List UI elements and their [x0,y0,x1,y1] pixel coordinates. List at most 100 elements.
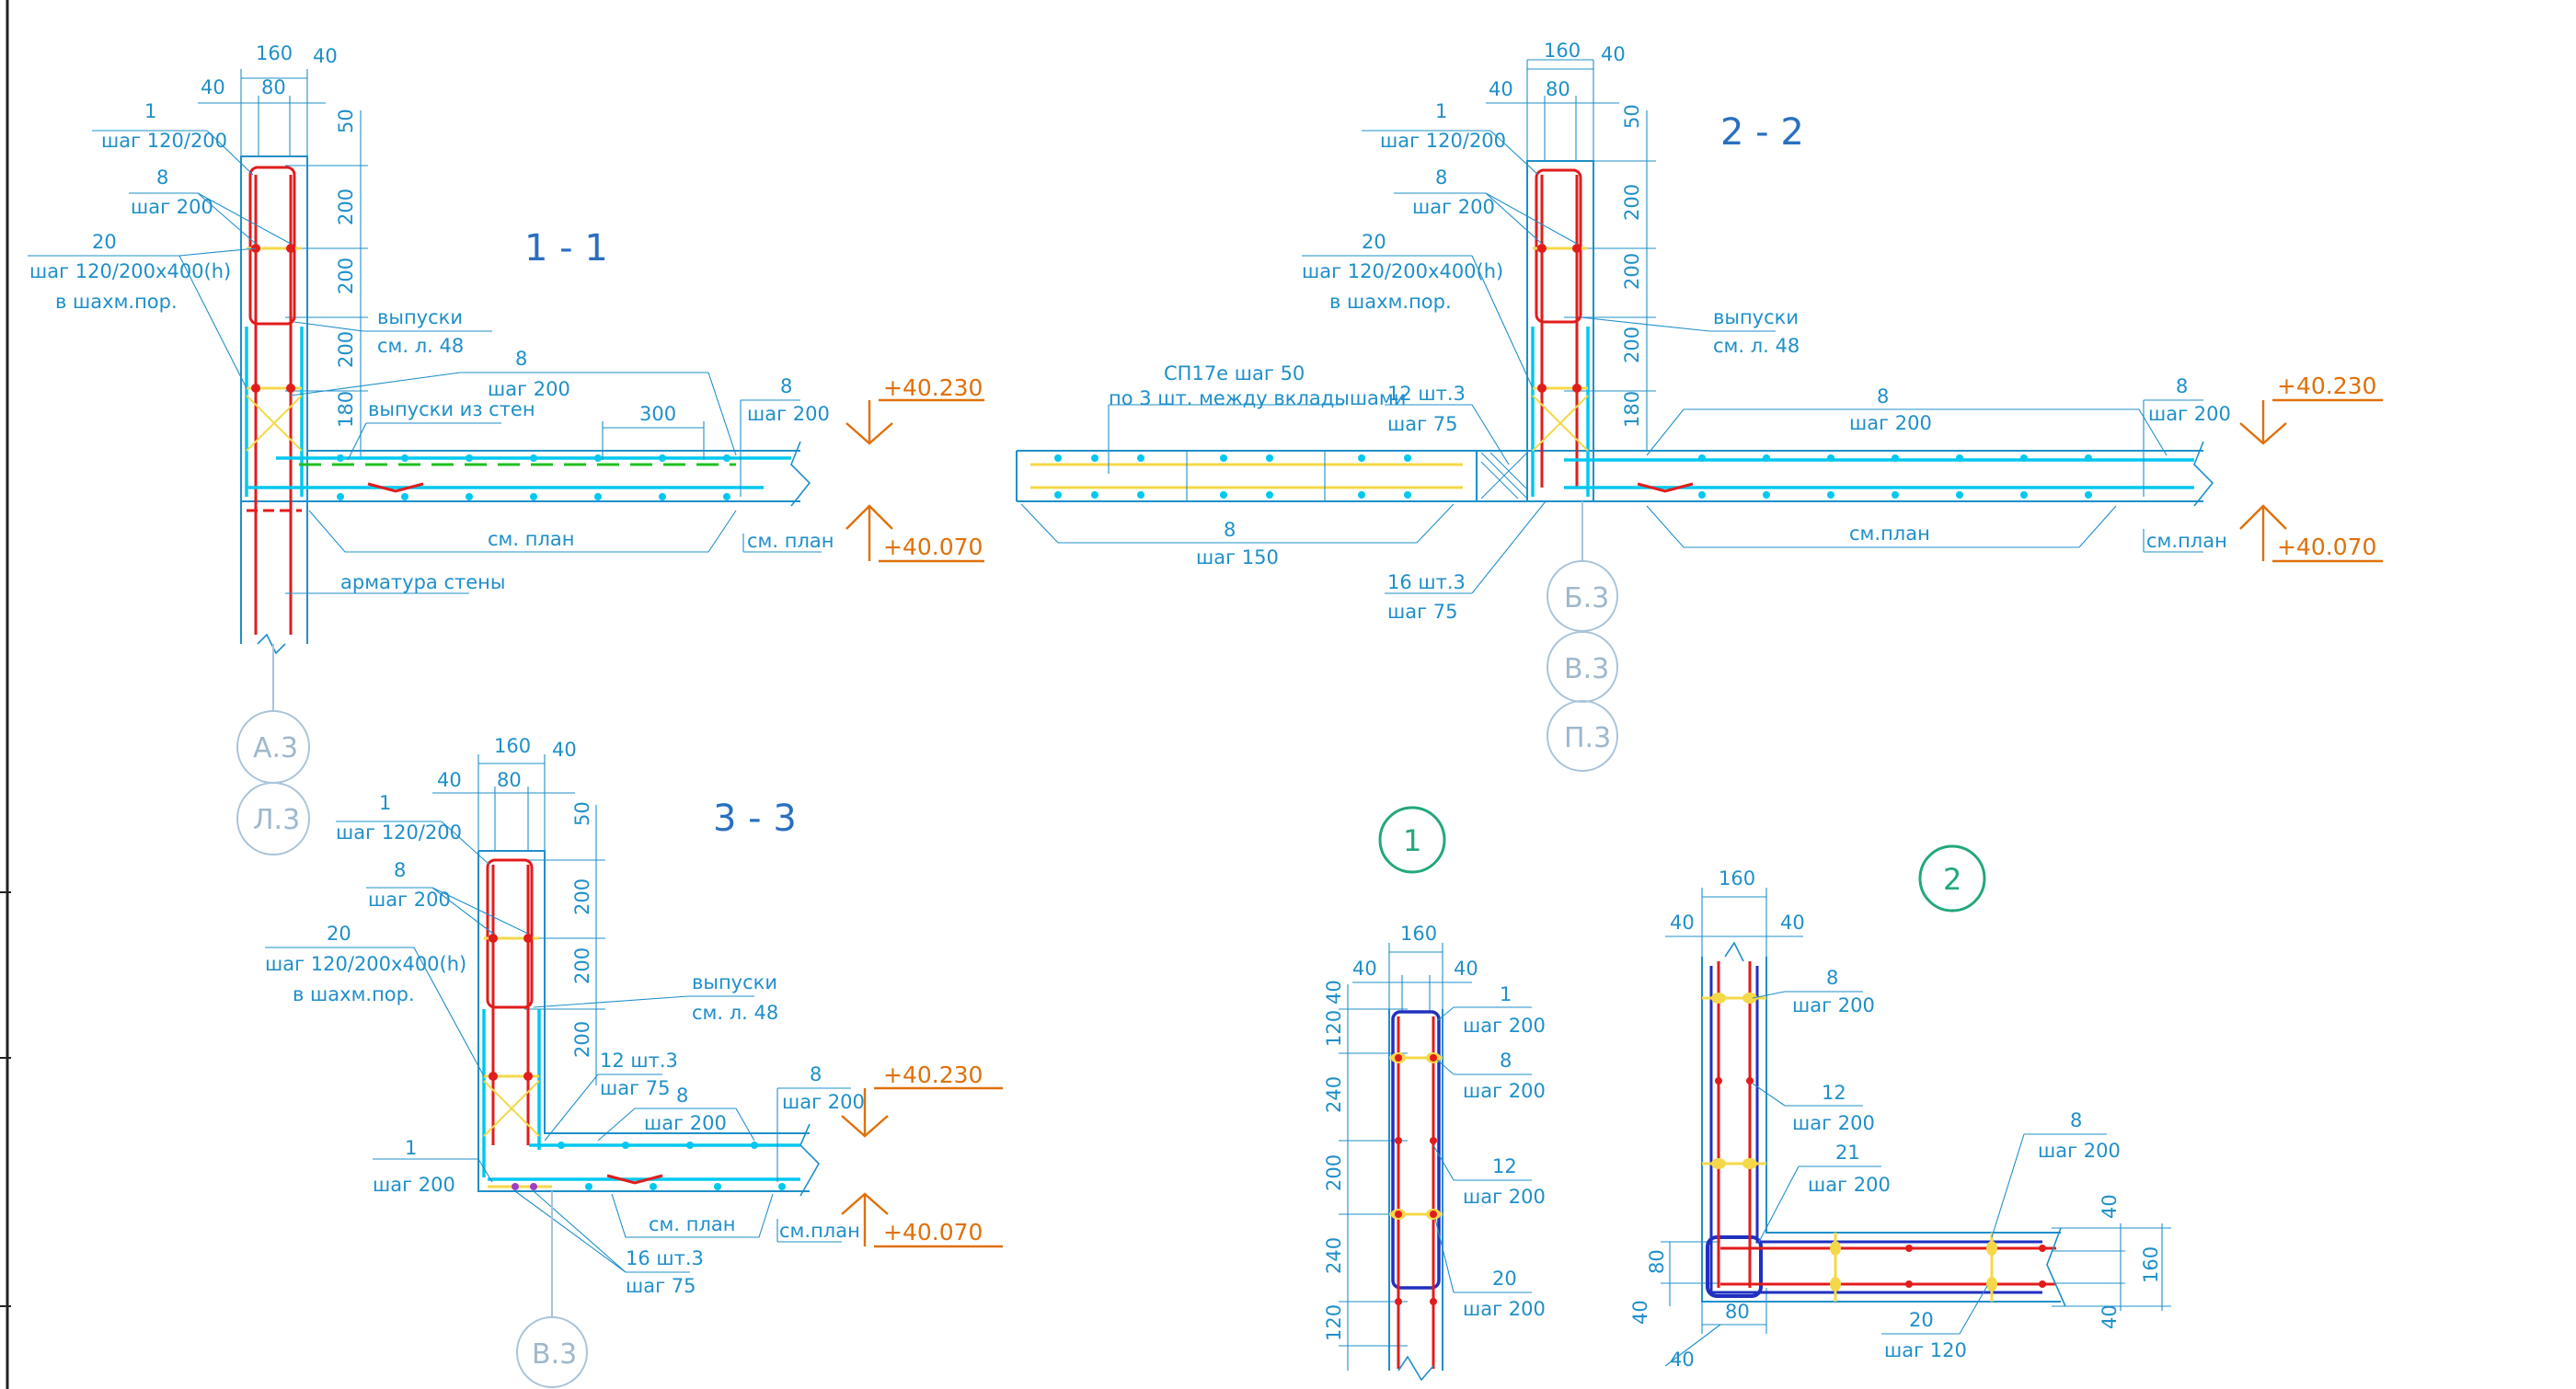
vertical-dimensions: 50 200 200 200 [524,801,605,1085]
r1-step: шаг 120/200 [101,130,227,152]
dim-v5: 180 [1621,391,1643,428]
r2-num: 8 [1435,166,1447,189]
a-num: 1 [1500,983,1512,1005]
dim-v4: 200 [1621,327,1643,363]
e-num: 20 [1909,1309,1934,1331]
a12-step: шаг 75 [600,1077,671,1099]
c-step: шаг 200 [1808,1174,1891,1196]
r2-num: 8 [394,859,406,881]
a16-label: 16 шт.3 [1387,571,1466,593]
a16-step: шаг 75 [1387,601,1458,623]
b1-step: шаг 200 [373,1174,455,1196]
callouts: 1 шаг 200 8 шаг 200 12 шаг 200 20 шаг 20… [1432,983,1546,1320]
see-plan-2: см. план [747,530,834,552]
r2-step: шаг 200 [131,196,213,218]
r1-num: 1 [379,792,391,814]
bubble-v3: В.3 [532,1338,577,1371]
level-marks: +40.230 +40.070 [845,374,984,563]
sheet-frame [0,0,11,1389]
level-top: +40.230 [883,374,983,401]
slab-num: 8 [1877,385,1889,408]
r3-num: 20 [92,231,117,253]
axis-bubbles: В.3 [516,1191,588,1388]
dim-v0: 40 [1323,980,1345,1004]
r2-num: 8 [156,166,168,189]
dim-top-c: 40 [552,739,577,761]
r1-step: шаг 120/200 [1380,130,1506,152]
a-step: шаг 200 [1463,1015,1546,1037]
top-step: шаг 200 [747,403,830,425]
r1-num: 1 [144,100,156,122]
vertical-dimensions: 50 200 200 200 180 [285,109,368,460]
c-num: 21 [1835,1142,1860,1164]
level-bottom: +40.070 [883,534,983,560]
a-num: 8 [1826,967,1838,989]
section-title: 2 - 2 [1720,111,1804,154]
dim-top-a: 40 [201,76,225,98]
bubble-l3: Л.3 [253,804,300,836]
see-plan: см.план [1849,522,1930,545]
r3-step: шаг 120/200x400(h) [265,953,466,975]
node-1: 1 160 40 40 40 120 240 200 240 120 [1323,806,1546,1382]
dim-left-a: 80 [1646,1249,1668,1274]
dim-top-c: 40 [1454,958,1478,980]
dim-top-c: 40 [1780,912,1805,934]
dim-v2: 240 [1323,1076,1345,1113]
outlets-ref: см. л. 48 [692,1002,778,1024]
a-step: шаг 200 [1792,994,1875,1016]
dim-top-a: 40 [1489,78,1513,100]
dim-bot-b: 40 [1670,1349,1695,1371]
level-top: +40.230 [2277,373,2376,399]
dim-v3: 200 [571,947,593,984]
dimensions: 160 40 40 80 40 80 40 40 40 160 [1629,867,2171,1371]
outlets-label: выпуски [1713,306,1799,328]
see-plan: см. план [488,528,575,550]
outlets-ref: см. л. 48 [1713,335,1800,357]
dim-v4: 200 [335,331,357,368]
dim-v3: 200 [1621,253,1643,290]
dim-r-total: 160 [2140,1246,2162,1283]
a12-step: шаг 75 [1387,413,1458,435]
sp-note: по 3 шт. между вкладышами [1109,387,1406,409]
top-dimensions: 160 40 80 40 [1486,40,1626,161]
outlets-ref: см. л. 48 [377,335,464,357]
level-marks: +40.230 +40.070 [2239,373,2383,563]
section-3-3: 3 - 3 160 40 80 40 50 200 200 200 [265,735,1003,1388]
dim-v3: 200 [335,258,357,294]
section-title: 3 - 3 [713,798,797,840]
slab-step: шаг 200 [1849,412,1932,434]
dim-v5: 120 [1323,1304,1345,1341]
dim-v1: 50 [571,801,593,826]
dim-top-c: 40 [313,45,338,67]
dim-top-total: 160 [1400,923,1437,945]
dim-v1: 50 [335,109,357,133]
top-dimensions: 160 40 80 40 [432,735,577,851]
dim-top-b: 80 [497,769,522,791]
wall-outline [240,155,811,644]
dim-v4: 240 [1323,1237,1345,1274]
callouts: 8 шаг 200 12 шаг 200 21 шаг 200 8 шаг 20… [1752,967,2121,1361]
section-title: 1 - 1 [524,227,608,270]
top-num: 8 [810,1063,822,1085]
r1-num: 1 [1435,100,1447,122]
r3-num: 20 [327,923,351,945]
d-step: шаг 200 [2038,1140,2121,1162]
dim-v3: 200 [1323,1154,1345,1191]
dim-top-a: 40 [437,769,462,791]
a16-label: 16 шт.3 [626,1247,704,1269]
r3-note: в шахм.пор. [293,983,415,1005]
top-step: шаг 200 [782,1091,865,1113]
wall-outline [1016,160,2214,507]
slab-step: шаг 200 [488,378,570,400]
wall-rebar-label: арматура стены [340,571,505,593]
top-num: 8 [2176,375,2188,397]
column-rebar [1388,1009,1443,1382]
d-step: шаг 200 [1463,1298,1546,1320]
rebar-callouts: 1 шаг 120/200 8 шаг 200 20 шаг 120/200x4… [28,100,834,594]
r1-step: шаг 120/200 [336,821,462,844]
wall-outline [477,850,820,1197]
dim-top-c: 40 [1601,43,1626,65]
a12-label: 12 шт.3 [600,1050,678,1072]
see-plan-2: см.план [2146,530,2227,552]
